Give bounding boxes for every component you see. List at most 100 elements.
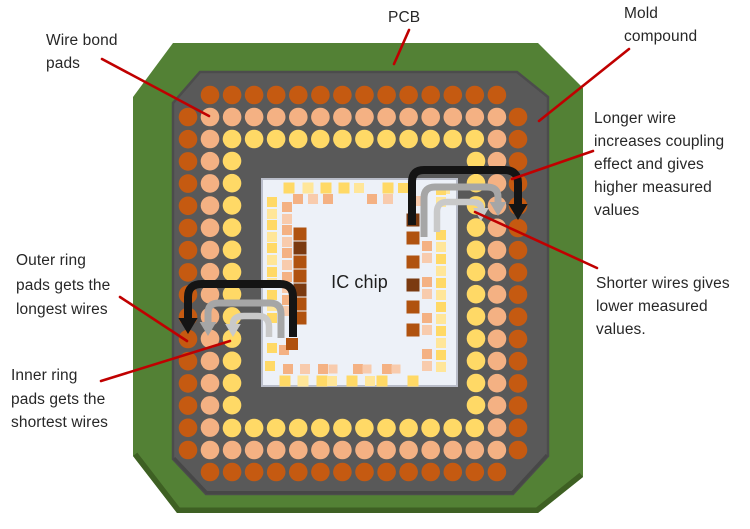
wire-bond-pad-dot	[443, 107, 463, 127]
chip-pad	[383, 194, 393, 204]
wire-bond-pad-dot	[465, 440, 485, 460]
wire-bond-pad-dot	[508, 129, 528, 149]
chip-pad	[422, 361, 432, 371]
wire-bond-pad-dot	[377, 129, 396, 149]
wire-bond-pad-dot	[178, 374, 198, 393]
wire-bond-pad-dot	[311, 440, 330, 460]
wire-bond-pad-dot	[399, 85, 418, 105]
wire-bond-pad-dot	[244, 418, 264, 438]
pointer-line	[510, 149, 595, 181]
wire-bond-pad-dot	[377, 440, 396, 460]
chip-pad	[406, 300, 420, 314]
wire-bond-pad-dot	[244, 85, 264, 105]
wire-bond-pad-dot	[487, 351, 507, 371]
label-ic-chip: IC chip	[331, 272, 388, 292]
wire-bond-pad-dot	[421, 85, 441, 105]
wire-bond-pad-dot	[508, 351, 528, 371]
wire-bond-pad-dot	[487, 440, 507, 460]
chip-pad	[282, 202, 292, 212]
wire-bond-pad-dot	[421, 462, 441, 482]
pointer-lines	[99, 28, 631, 383]
chip-pad	[267, 290, 277, 300]
label-pcb: PCB	[388, 9, 421, 26]
pointer-line	[100, 57, 211, 118]
chip-pad	[282, 214, 292, 224]
wire-bond-pad-dot	[266, 85, 286, 105]
chip-pad	[316, 375, 328, 387]
chip-pad	[286, 338, 298, 350]
wire-bond-pad-dot	[200, 396, 220, 415]
chip-pad	[300, 364, 310, 374]
chip-pad	[406, 231, 420, 245]
chip-pad	[436, 338, 446, 348]
chip-pad	[293, 241, 307, 255]
wire-bond-pad-dot	[487, 240, 507, 260]
chip-pad	[436, 278, 446, 288]
chip-pad	[382, 364, 392, 374]
chip-pad	[282, 272, 292, 282]
wire-bond-pad-dot	[355, 107, 374, 127]
wire-bond-pad-dot	[399, 440, 418, 460]
wire-bond-pad-dot	[178, 152, 198, 171]
right-outer-wire-arrowhead	[508, 204, 528, 220]
wire-bond-pad-dot	[222, 373, 242, 393]
wire-bond-pad-dot	[355, 418, 374, 438]
chip-pad	[436, 254, 446, 264]
wire-bond-pad-dot	[311, 85, 330, 105]
chip-pad	[302, 182, 314, 194]
chip-pad	[320, 182, 332, 194]
pad-ring-middle	[200, 107, 507, 460]
wire-bond-pad-dot	[200, 85, 220, 105]
wire-bond-pad-dot	[466, 151, 486, 171]
pointer-line	[99, 339, 232, 383]
wire-bond-pad-dot	[222, 351, 242, 371]
wire-bond-pad-dot	[466, 262, 486, 282]
chip-pad	[391, 364, 401, 374]
wire-bond-pad-dot	[333, 85, 352, 105]
chip-pad	[436, 362, 446, 372]
wire-bond-pad-dot	[443, 440, 463, 460]
wire-bond-pad-dot	[266, 440, 286, 460]
chip-pad	[282, 225, 292, 235]
wire-bond-pad-dot	[200, 440, 220, 460]
label-outer-ring-pads: Outer ring pads gets the longest wires	[16, 252, 111, 318]
wire-bond-pad-dot	[200, 329, 220, 349]
wire-bond-pad-dot	[200, 351, 220, 371]
wire-bond-pad-dot	[487, 129, 507, 149]
chip-pad	[293, 227, 307, 241]
chip-pad	[422, 277, 432, 287]
label-shorter-wires: Shorter wires gives lower measured value…	[596, 275, 730, 338]
pointer-line	[118, 295, 189, 343]
wire-bond-pad-dot	[178, 196, 198, 216]
wire-bond-pad-dot	[508, 107, 528, 127]
wire-bond-pad-dot	[508, 396, 528, 415]
wire-bond-pad-dot	[222, 395, 242, 415]
chip-pad	[267, 267, 277, 277]
wire-bond-pad-dot	[289, 462, 308, 482]
chip-pad	[406, 278, 420, 292]
wire-bond-pad-dot	[222, 196, 242, 215]
chip-pad	[422, 289, 432, 299]
wire-bond-pad-dot	[200, 262, 220, 282]
wire-bond-pad-dot	[222, 107, 242, 127]
wire-bond-pad-dot	[266, 418, 286, 438]
wire-bond-pad-dot	[200, 285, 220, 304]
left-inner-wire-path	[229, 312, 273, 337]
wire-bond-pad-dot	[222, 462, 242, 482]
chip-pad	[318, 364, 328, 374]
left-outer-wire-path	[184, 280, 297, 337]
wire-bond-pad-dot	[443, 129, 463, 149]
wire-bond-pad-dot	[508, 418, 528, 438]
wire-bond-pad-dot	[399, 418, 418, 438]
wire-bond-pad-dot	[244, 129, 264, 149]
chip-pad	[283, 182, 295, 194]
wire-bond-pad-dot	[487, 85, 507, 105]
right-inner-wire-path	[433, 198, 485, 232]
chip-pad	[407, 375, 419, 387]
chip-pad	[382, 182, 394, 194]
wire-bond-pad-dot	[487, 262, 507, 282]
wire-bond-pad-dot	[487, 151, 507, 171]
wire-bond-pad-dot	[377, 107, 396, 127]
